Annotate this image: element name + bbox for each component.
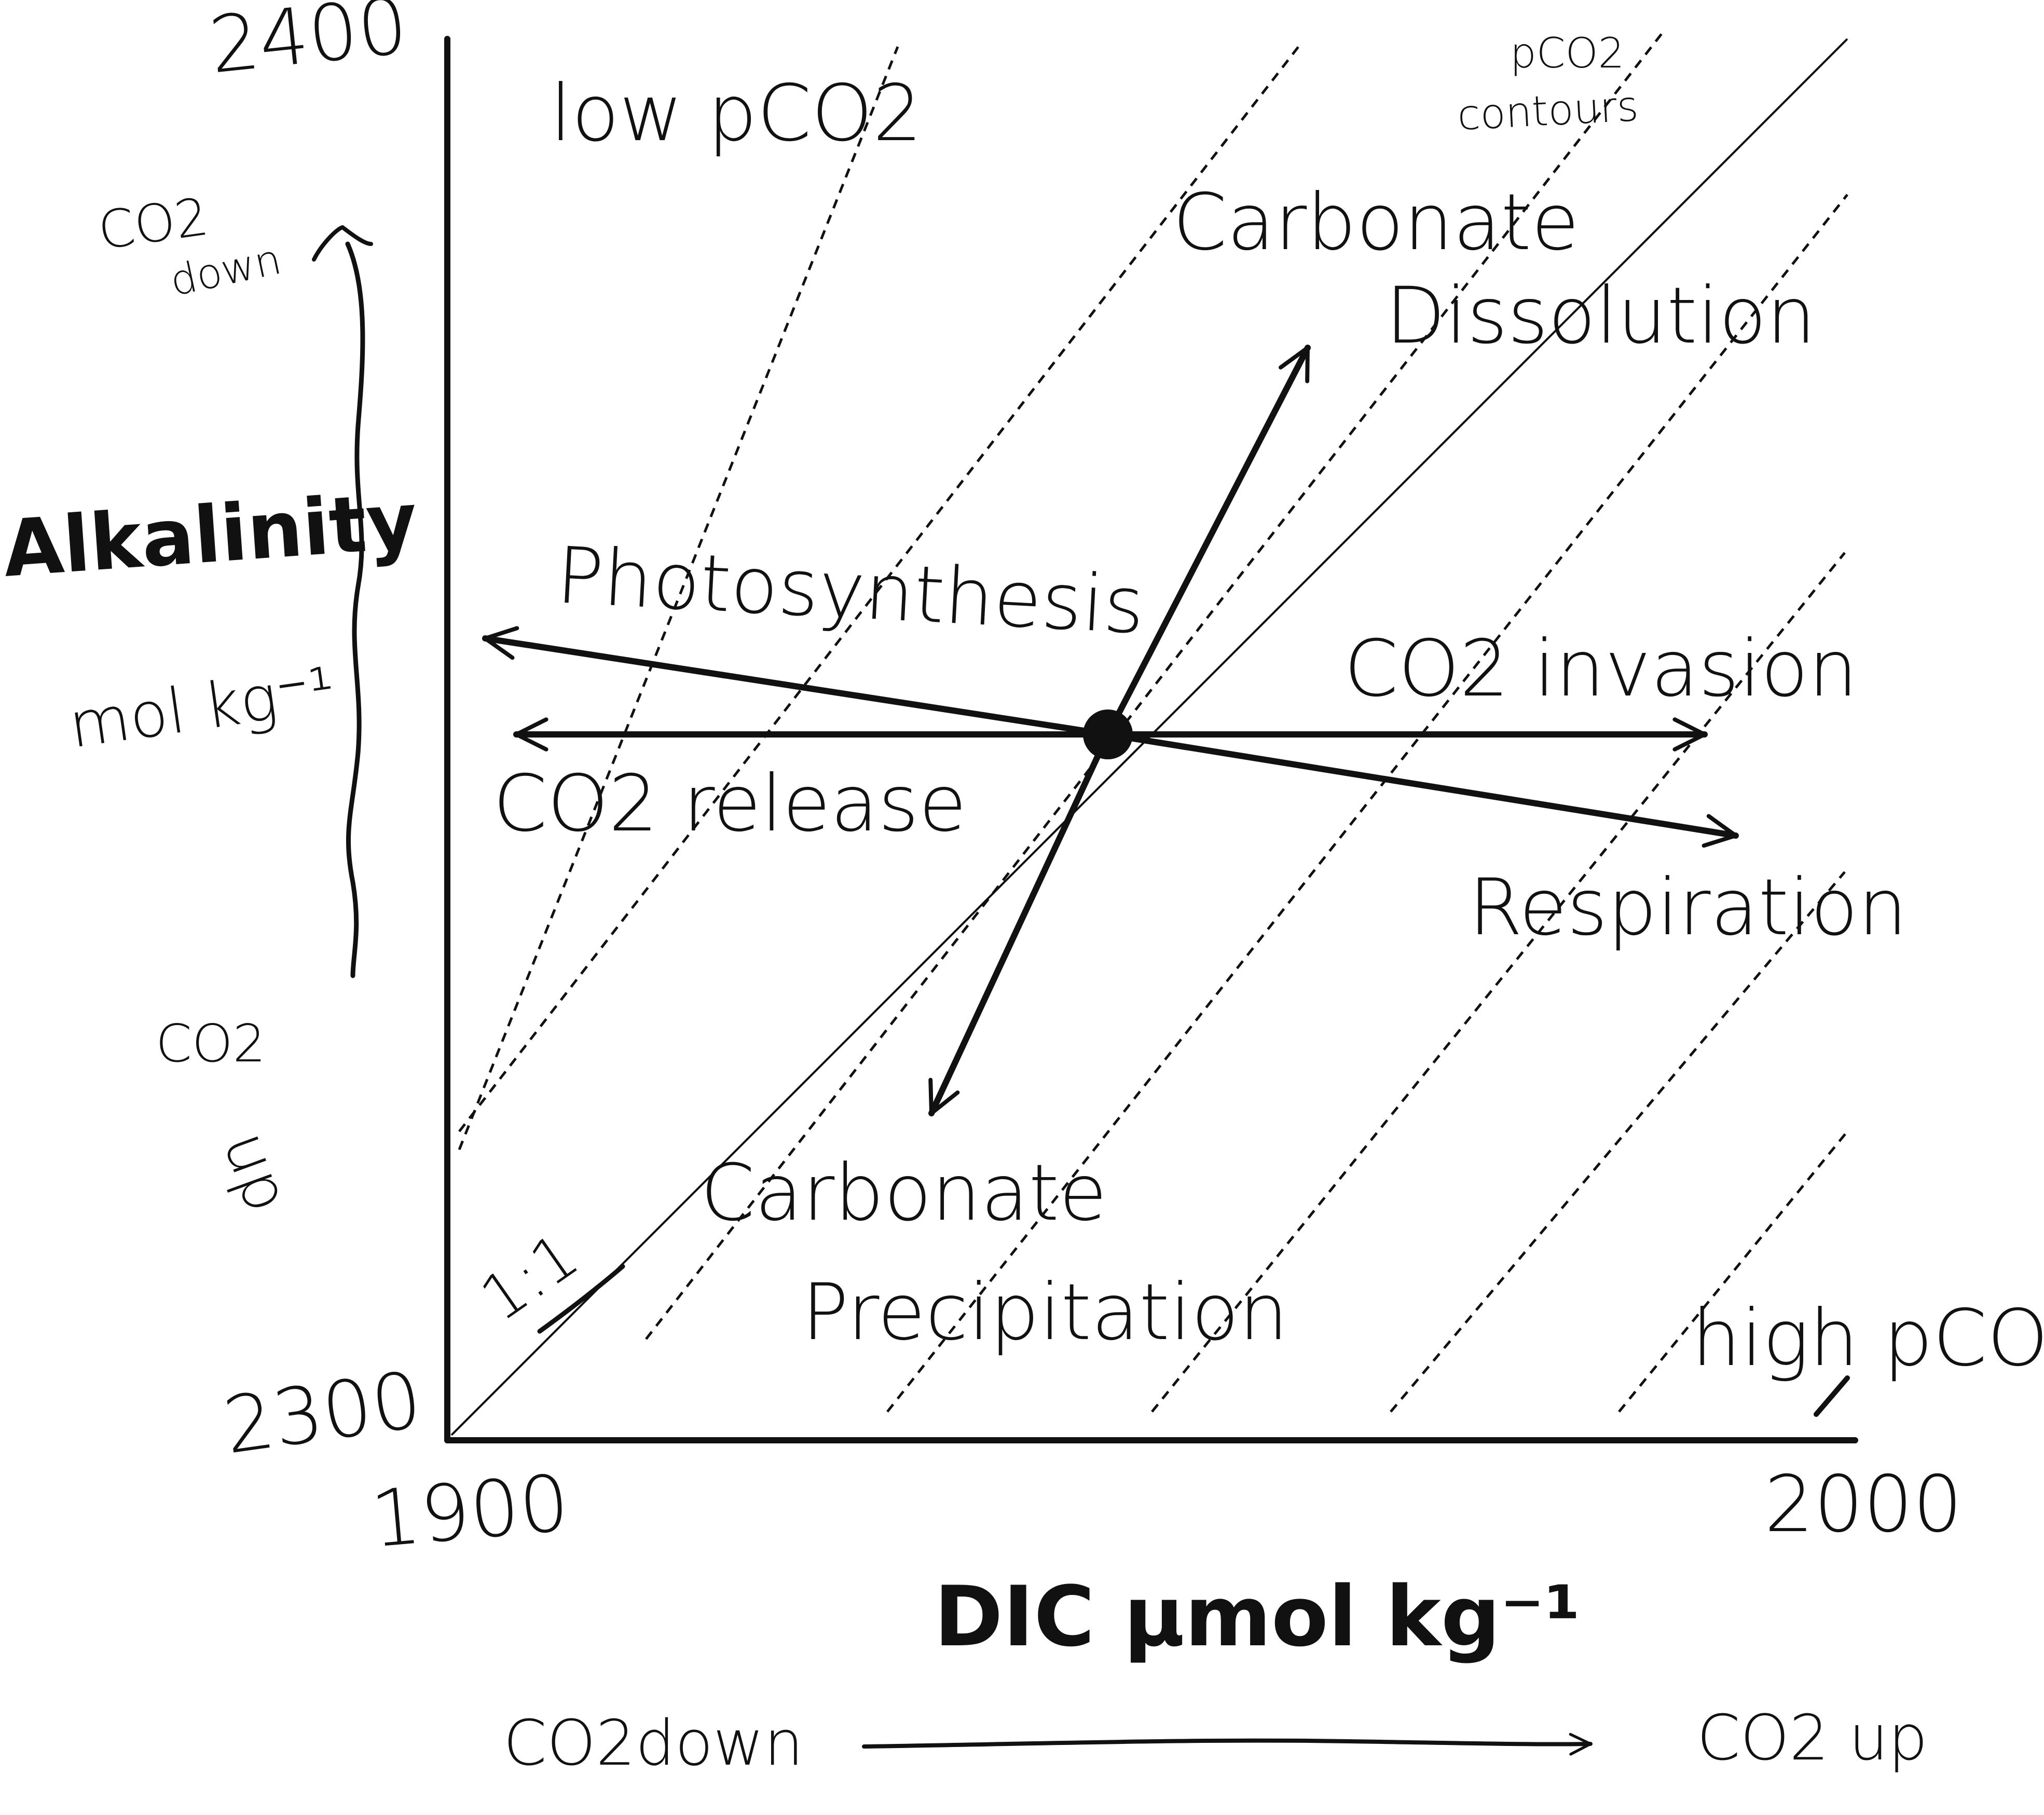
pco2-contour-7 xyxy=(1618,1130,1848,1413)
co2-up-side-line1: CO2 xyxy=(156,1013,266,1074)
carbonate-dissolution-arrow xyxy=(1105,345,1311,738)
respiration-arrow xyxy=(1105,731,1739,848)
high-pco2-slash xyxy=(1814,1375,1850,1417)
carbonate-dissolution-label-line1: Carbonate xyxy=(1173,178,1579,268)
y-axis-title-line2: mol kg⁻¹ xyxy=(65,653,339,762)
co2-invasion-label: CO2 invasion xyxy=(1344,624,1858,714)
process-vectors xyxy=(482,345,1739,1116)
co2-up-side-line2: up xyxy=(209,1122,304,1221)
x-axis-right-label: 2000 xyxy=(1764,1459,1963,1550)
pco2-contour-6 xyxy=(1390,871,1846,1413)
low-pco2-label: low pCO2 xyxy=(550,69,922,159)
photosynthesis-arrow xyxy=(482,626,1111,738)
axes xyxy=(444,36,1858,1443)
carbonate-precipitation-label-line1: Carbonate xyxy=(701,1148,1107,1238)
carbonate-precipitation-label-line2: Precipitation xyxy=(802,1267,1288,1358)
y-axis-brace xyxy=(345,241,365,978)
pco2-contour-3 xyxy=(645,28,1667,1340)
pco2-contours-label-line2: contours xyxy=(1456,82,1640,140)
co2-release-label: CO2 release xyxy=(493,759,967,849)
high-pco2-label: high pCO2 xyxy=(1692,1293,2044,1384)
pco2-contours xyxy=(458,28,1848,1413)
x-axis-title: DIC μmol kg⁻¹ xyxy=(934,1568,1581,1665)
brace-hook-icon xyxy=(312,225,373,262)
pco2-contour-5 xyxy=(1151,552,1846,1413)
pco2-contour-1 xyxy=(458,40,1304,1132)
bottom-co2-down-label: CO2down xyxy=(503,1708,803,1780)
respiration-label: Respiration xyxy=(1469,863,1908,953)
bottom-co2-up-label: CO2 up xyxy=(1697,1702,1928,1775)
bottom-direction-arrow xyxy=(862,1732,1593,1756)
one-to-one-tick xyxy=(537,1264,625,1334)
y-axis-bottom-label: 2300 xyxy=(218,1355,427,1471)
photosynthesis-label: Photosynthesis xyxy=(554,530,1147,651)
y-axis-title-line1: Alkalinity xyxy=(0,476,420,595)
pco2-contour-2 xyxy=(458,46,899,1150)
x-axis-left-label: 1900 xyxy=(367,1458,572,1565)
pco2-contour-4 xyxy=(886,194,1848,1413)
co2-down-side-line1: CO2 xyxy=(94,186,212,261)
pco2-contours-label-line1: pCO2 xyxy=(1510,29,1625,77)
one-to-one-label: 1:1 xyxy=(468,1219,592,1336)
y-axis-top-label: 2400 xyxy=(205,0,412,91)
initial-state-point xyxy=(1083,709,1133,759)
carbonate-dissolution-label-line2: Dissolution xyxy=(1385,271,1816,361)
carbonate-precipitation-arrow xyxy=(928,731,1111,1116)
